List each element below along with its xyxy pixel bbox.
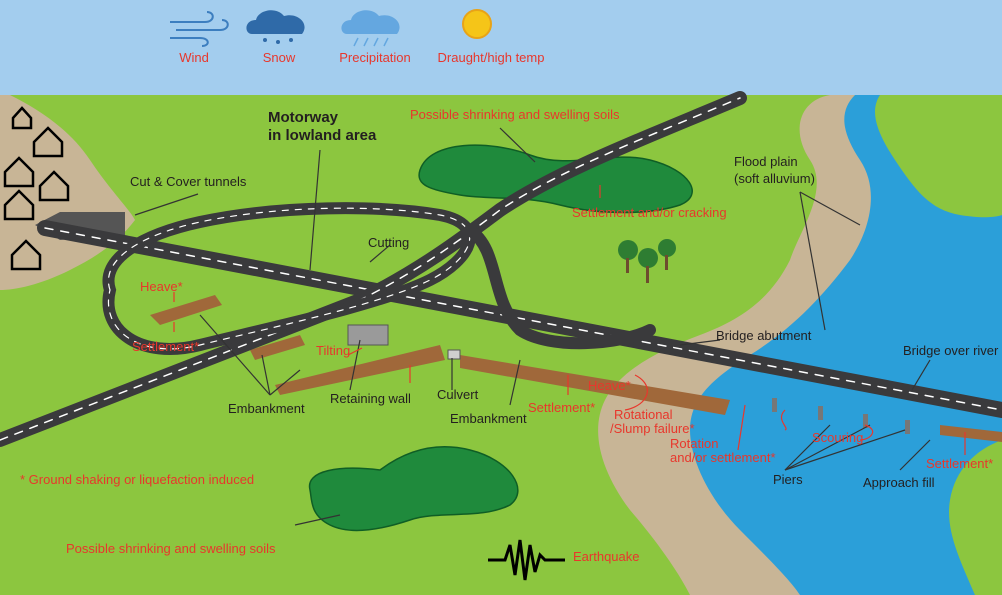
embankment-left-1 xyxy=(150,295,222,325)
motorway-title-line1: Motorway xyxy=(268,109,339,126)
culvert-label: Culvert xyxy=(437,387,479,402)
flood-plain-label-2: (soft alluvium) xyxy=(734,171,815,186)
shrink-label-top: Possible shrinking and swelling soils xyxy=(410,107,620,122)
river-water xyxy=(690,95,1002,595)
settlement-cracking-label: Settlement and/or cracking xyxy=(572,205,727,220)
cut-cover-label: Cut & Cover tunnels xyxy=(130,174,247,189)
upper-bank-grass xyxy=(875,95,1002,218)
approach-fill-block xyxy=(940,425,1002,442)
road-network xyxy=(0,91,1002,447)
house-icons xyxy=(3,106,70,271)
embankment-label-left: Embankment xyxy=(228,401,305,416)
retaining-wall-label: Retaining wall xyxy=(330,391,411,406)
earthquake-icon xyxy=(488,539,565,581)
wind-icon xyxy=(170,11,229,47)
snow-cloud-icon xyxy=(246,10,305,44)
red-arrows xyxy=(173,185,966,455)
embankment-left-2 xyxy=(250,335,305,360)
heave-label-mid: Heave* xyxy=(588,378,631,393)
embankment-long xyxy=(460,355,730,415)
culvert xyxy=(447,349,461,360)
embankment-label-mid: Embankment xyxy=(450,411,527,426)
motorway-title-line2: in lowland area xyxy=(268,127,377,144)
rotation-label-2: and/or settlement* xyxy=(670,450,776,465)
cutting-label: Cutting xyxy=(368,235,410,250)
rotation-label-1: Rotation xyxy=(670,436,719,451)
sky-band xyxy=(0,0,1002,95)
piers-label: Piers xyxy=(773,472,803,487)
bridge-abutment-label: Bridge abutment xyxy=(716,328,812,343)
tilting-label: Tilting xyxy=(316,343,351,358)
bridge-piers xyxy=(772,398,910,434)
legend-wind-label: Wind xyxy=(179,50,209,65)
approach-fill-label: Approach fill xyxy=(863,475,935,490)
rotational-label-1: Rotational xyxy=(614,407,673,422)
embankment-mid xyxy=(275,345,445,395)
settlement-label-right: Settlement* xyxy=(926,456,994,471)
legend-precipitation-label: Precipitation xyxy=(339,50,411,65)
shrink-label-bottom: Possible shrinking and swelling soils xyxy=(66,541,276,556)
footnote-label: * Ground shaking or liquefaction induced xyxy=(20,472,255,487)
scouring-label: Scouring xyxy=(812,430,864,445)
river-island xyxy=(949,440,1002,595)
pointer-lines xyxy=(134,127,931,526)
sun-icon xyxy=(462,9,492,39)
heave-label-left: Heave* xyxy=(140,279,183,294)
retaining-wall xyxy=(347,324,389,346)
rotational-label-2: /Slump failure* xyxy=(610,421,695,436)
bridge-river-label: Bridge over river xyxy=(903,343,999,358)
flood-plain-label-1: Flood plain xyxy=(734,154,798,169)
settlement-label-left: Settlement* xyxy=(132,339,200,354)
legend-snow-label: Snow xyxy=(262,50,296,65)
tree-cluster xyxy=(618,239,676,283)
rain-cloud-icon xyxy=(341,10,400,47)
settlement-label-mid: Settlement* xyxy=(528,400,596,415)
soil-patch-bottom xyxy=(308,446,519,532)
legend-draught-label: Draught/high temp xyxy=(437,50,545,65)
earthquake-label: Earthquake xyxy=(573,549,640,564)
